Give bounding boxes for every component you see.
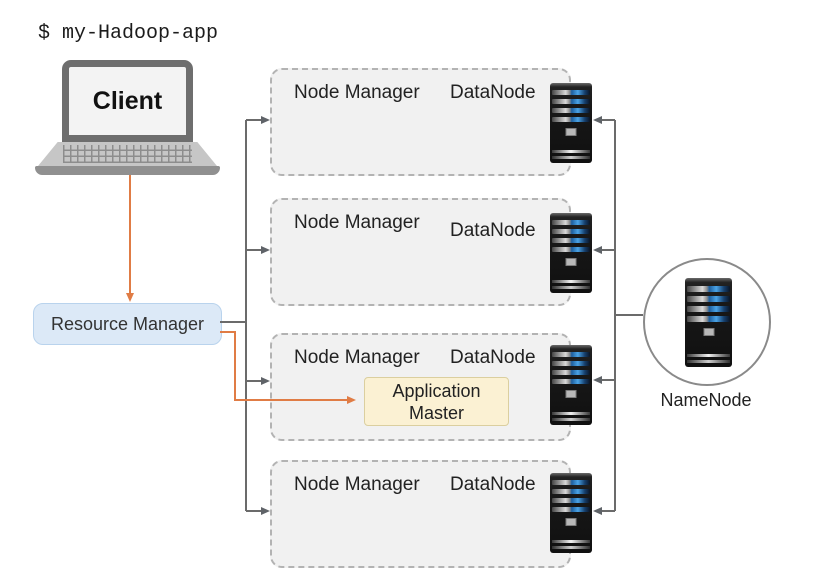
server-button xyxy=(565,257,577,266)
worker-node-box: Node Manager DataNode xyxy=(270,460,571,568)
server-button xyxy=(565,517,577,526)
client-label: Client xyxy=(92,86,163,115)
server-stripes xyxy=(687,286,730,326)
server-icon xyxy=(550,83,592,163)
server-button xyxy=(565,127,577,136)
datanode-label: DataNode xyxy=(450,474,536,495)
node-manager-label: Node Manager xyxy=(294,82,420,103)
node-manager-label: Node Manager xyxy=(294,347,420,368)
server-icon xyxy=(550,345,592,425)
datanode-label: DataNode xyxy=(450,347,536,368)
server-icon xyxy=(550,473,592,553)
application-master-label-line2: Master xyxy=(408,402,464,423)
node-manager-label: Node Manager xyxy=(294,212,420,233)
namenode-label: NameNode xyxy=(660,390,752,410)
server-stripes xyxy=(552,480,590,516)
resource-manager-box: Resource Manager xyxy=(33,303,222,345)
server-stripes xyxy=(552,220,590,256)
laptop-keys xyxy=(63,145,192,163)
worker-node-box: Node Manager DataNode Application Master xyxy=(270,333,571,441)
resource-manager-label: Resource Manager xyxy=(50,313,205,334)
server-icon xyxy=(685,278,732,367)
laptop-base xyxy=(35,166,220,175)
terminal-command: $ my-Hadoop-app xyxy=(38,22,219,45)
server-icon xyxy=(550,213,592,293)
server-button xyxy=(565,389,577,398)
datanode-label: DataNode xyxy=(450,82,536,103)
node-manager-label: Node Manager xyxy=(294,474,420,495)
laptop-keyboard xyxy=(38,142,217,166)
server-stripes xyxy=(552,90,590,126)
worker-node-box: Node Manager DataNode xyxy=(270,68,571,176)
server-button xyxy=(703,327,714,336)
datanode-label: DataNode xyxy=(450,220,536,241)
server-stripes xyxy=(552,352,590,388)
application-master-label-line1: Application xyxy=(392,380,481,401)
laptop-screen: Client xyxy=(62,60,193,142)
application-master-box: Application Master xyxy=(364,377,509,426)
